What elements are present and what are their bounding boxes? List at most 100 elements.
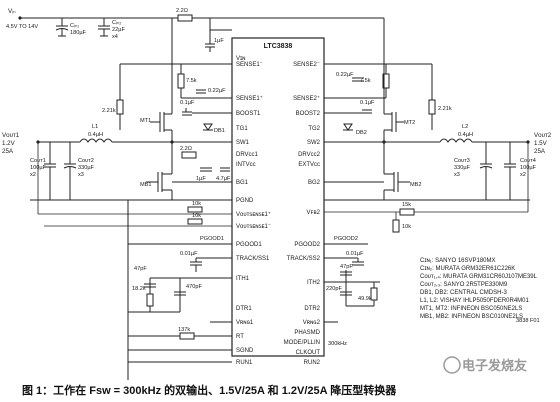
db2-label: DB2 [356, 130, 367, 136]
r-sense1-value: 7.5k [186, 78, 197, 84]
cin1-value: 180µF [70, 30, 87, 36]
mode-freq: 300kHz [328, 341, 347, 347]
ic-left-pin: Vʀɴɢ1 [236, 320, 254, 326]
component-note: Cɪɴ₁: SANYO 16SVP180MX [420, 258, 496, 264]
ic-left-pin: SENSE1⁻ [236, 62, 263, 68]
c-boost2-value: 0.1µF [360, 100, 375, 106]
l1-name: L1 [92, 124, 98, 130]
input-section: Vᵢₙ 4.5V TO 14V Cᵢₙ₁ 180µF Cᵢₙ₂ 22µF x4 … [6, 8, 232, 52]
c-ss1-value: 0.01µF [180, 251, 198, 257]
ic-left-pin: RT [236, 334, 244, 340]
component-note: MT1, MT2: INFINEON BSC050NE2LS [420, 306, 522, 312]
component-note: Cᴏᴜᴛ₂,₃: SANYO 2R5TPE330M9 [420, 282, 508, 288]
ic-left-pin: SW1 [236, 140, 250, 146]
ic-right-pin: TG2 [308, 126, 320, 132]
cout1-mult: x2 [30, 172, 36, 178]
ic-right-pin: TRACK/SS2 [287, 256, 321, 262]
r-ith1-value: 18.2k [132, 286, 146, 292]
r-fb2b-value: 10k [402, 224, 411, 230]
cout2-name: Cᴏᴜᴛ2 [78, 158, 94, 164]
vout2-current: 25A [534, 148, 546, 155]
ic-pin-vin: Vɪɴ [236, 56, 245, 62]
db1-label: DB1 [214, 128, 225, 134]
pgood2-net: PGOOD2 [334, 236, 358, 242]
ic-right-pins: SENSE2⁻SENSE2⁺BOOST2TG2SW2DRVcc2EXTVccBG… [284, 62, 321, 366]
cout2-mult: x3 [78, 172, 84, 178]
r-drv-value: 2.2Ω [180, 146, 192, 152]
vout2-voltage: 1.5V [534, 140, 548, 147]
ic-left-pin: PGOOD1 [236, 242, 262, 248]
c-vin-value: 1µF [214, 38, 224, 44]
ic-left-pin: DRVcc1 [236, 152, 259, 158]
r-fb1-value: 10k [192, 201, 201, 207]
component-note: L1, L2: VISHAY IHLP5050FDER0R4M01 [420, 298, 529, 304]
cin1-name: Cᵢₙ₁ [70, 23, 79, 29]
c-sense1-value: 0.22µF [208, 88, 226, 94]
ic-right-pin: CLKOUT [296, 350, 321, 356]
cout4-mult: x2 [520, 172, 526, 178]
ic-right-pin: Vꜰʙ2 [307, 210, 321, 216]
c-drv1-value: 1µF [196, 176, 206, 182]
r-fb2a-value: 15k [402, 202, 411, 208]
mt1-label: MT1 [140, 118, 151, 124]
c-sense2-value: 0.22µF [336, 72, 354, 78]
ic-right-pin: ITH2 [307, 280, 321, 286]
c-drv2-value: 4.7µF [216, 176, 231, 182]
channel-2-control: PGOOD2 0.01µF 47pF 220pF 49.9k 300kHz [324, 236, 380, 347]
c-ss2-value: 0.01µF [346, 251, 364, 257]
ic-left-pin: DTR1 [236, 306, 252, 312]
ic-left-pin: TG1 [236, 126, 248, 132]
cout3-value: 330µF [454, 165, 471, 171]
cin2-mult: x4 [112, 34, 118, 40]
figure-caption: 图 1：工作在 Fsw = 300kHz 的双输出、1.5V/25A 和 1.2… [22, 383, 397, 397]
r-ith2-value: 49.9k [358, 296, 372, 302]
c-boost1-value: 0.1µF [180, 100, 195, 106]
channel-2-power-stage: 7.5k 0.22µF 2.21k 0.1µF DB2 MT2 L2 0. [232, 17, 530, 201]
c-ith1b-value: 470pF [186, 284, 202, 290]
ic-right-pin: PGOOD2 [294, 242, 320, 248]
cout3-mult: x3 [454, 172, 460, 178]
ic-left-pin: RUN1 [236, 360, 253, 366]
ic-left-pin: Vᴏᴜᴛsᴇɴsᴇ1⁻ [236, 224, 271, 230]
vout2-name: Vᴏᴜᴛ2 [534, 132, 552, 139]
ic-right-pin: DTR2 [304, 306, 320, 312]
r-sense2-value: 7.5k [360, 78, 371, 84]
pgood1-net: PGOOD1 [200, 236, 224, 242]
ic-left-pin: TRACK/SS1 [236, 256, 270, 262]
output-1: Vᴏᴜᴛ1 1.2V 25A Cᴏᴜᴛ1 100µF x2 Cᴏᴜᴛ2 330µ… [2, 132, 232, 227]
ic-right-pin: BG2 [308, 180, 321, 186]
ic-right-pin: EXTVcc [298, 162, 320, 168]
l1-value: 0.4µH [88, 132, 103, 138]
mb2-label: MB2 [410, 182, 422, 188]
ic-right-pin: SENSE2⁺ [293, 95, 320, 102]
mb1-label: MB1 [140, 182, 152, 188]
l2-value: 0.4µH [458, 132, 473, 138]
vout1-current: 25A [2, 148, 14, 155]
r-rt-value: 137k [178, 327, 190, 333]
ic-name: LTC3838 [264, 43, 293, 50]
vout1-voltage: 1.2V [2, 140, 16, 147]
ic-right-pin: SW2 [307, 140, 321, 146]
ic-left-pin: SENSE1⁺ [236, 95, 263, 102]
ic-left-pin: INTVcc [236, 162, 256, 168]
component-note: DB1, DB2: CENTRAL CMDSH-3 [420, 290, 507, 296]
ic-right-pin: SENSE2⁻ [293, 62, 320, 68]
ic-right-pin: MODE/PLLIN [284, 340, 320, 346]
ic-left-pin: SGND [236, 348, 254, 354]
component-note: Cɪɴ₂: MURATA GRM32ER61C226K [420, 266, 515, 272]
r-fb1b-value: 10k [192, 213, 201, 219]
vout1-name: Vᴏᴜᴛ1 [2, 132, 20, 139]
component-notes: Cɪɴ₁: SANYO 16SVP180MX Cɪɴ₂: MURATA GRM32… [420, 258, 538, 320]
cout2-value: 330µF [78, 165, 95, 171]
c-ith1a-value: 47pF [134, 266, 147, 272]
c-ith2b-value: 220pF [326, 286, 342, 292]
c-ith2a-value: 47pF [340, 264, 353, 270]
ic-left-pin: Vᴏᴜᴛsᴇɴsᴇ1⁺ [236, 211, 271, 218]
ic-right-pin: Vʀɴɢ2 [303, 320, 321, 326]
ic-right-pin: PHASMD [294, 330, 320, 336]
watermark-text: 电子发烧友 [462, 358, 527, 373]
ic-left-pins: SENSE1⁻SENSE1⁺BOOST1TG1SW1DRVcc1INTVccBG… [236, 62, 271, 366]
vin-label: Vᵢₙ [8, 8, 16, 15]
cout3-name: Cᴏᴜᴛ3 [454, 158, 470, 164]
